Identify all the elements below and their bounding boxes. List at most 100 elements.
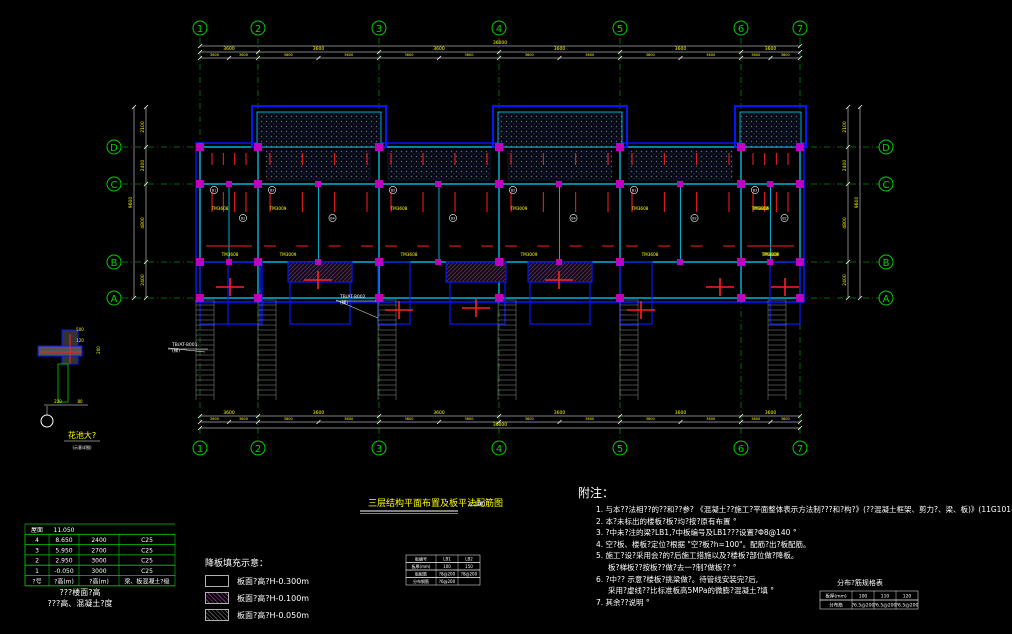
table-rule (819, 599, 919, 610)
dim-tick (845, 181, 851, 187)
axis-label: 4 (496, 24, 502, 35)
slab-tag-label: B4 (571, 217, 575, 221)
dim-label: 3600 (433, 410, 445, 416)
dim-tick (255, 413, 261, 419)
dim-tick (617, 49, 623, 55)
table-cell: C25 (141, 568, 153, 575)
table-cell: 板厚(mm) (825, 593, 847, 600)
axis-label: 2 (255, 24, 261, 35)
note-item: 3. ?中未?注的梁?LB1,?中板编号及LB1???设置?Φ8@140 ° (596, 528, 797, 538)
detail-dim-label: 120 (76, 338, 84, 343)
column (616, 258, 624, 266)
column (677, 181, 683, 187)
dim-tick (845, 295, 851, 301)
column (435, 181, 441, 187)
room-label: TM3608 (631, 206, 649, 211)
dim-label: 36000 (493, 40, 507, 46)
dim-label: 3600 (781, 53, 790, 57)
dim-label: 3600 (525, 53, 534, 57)
table-cell: LB2 (465, 557, 473, 562)
dim-label: 3600 (465, 417, 474, 421)
room-label: TM3009 (752, 206, 770, 211)
table-cell: ?8@200 (439, 572, 456, 577)
dim-tick (797, 413, 803, 419)
axis-bubble (878, 176, 894, 192)
slab-drop-legend: 降板填充示意： 板面?高?H-0.300m 板面?高?H-0.100m 板面?高… (205, 556, 309, 626)
detail-marker (40, 414, 54, 428)
dim-label: 36000 (493, 422, 507, 428)
dim-tick (316, 419, 321, 425)
slab-tag-label: B2 (782, 217, 786, 221)
axis-label: D (110, 143, 118, 154)
dim-tick (376, 49, 382, 55)
dim-tick (557, 419, 562, 425)
column (677, 259, 683, 265)
dim-label: 3600 (210, 417, 219, 421)
legend-item: 板面?高?H-0.100m (205, 592, 309, 604)
dim-tick (845, 144, 851, 150)
dim-tick (197, 43, 203, 49)
table-cell: C25 (141, 537, 153, 544)
dim-tick (197, 413, 203, 419)
slab-tag (268, 186, 276, 194)
column (767, 259, 773, 265)
column (737, 258, 745, 266)
column (616, 180, 624, 188)
dim-tick (496, 419, 502, 425)
axis-bubble (491, 20, 507, 36)
dim-tick (768, 55, 773, 61)
callout-leader (167, 347, 206, 353)
dim-tick (797, 419, 803, 425)
legend-label: 板面?高?H-0.300m (237, 576, 310, 586)
column (495, 294, 503, 302)
axis-label: A (883, 294, 890, 305)
axis-bubble (792, 20, 808, 36)
balcony (619, 261, 653, 325)
dim-tick (496, 49, 502, 55)
table-cell: 4 (35, 537, 39, 544)
dim-tick (255, 55, 261, 61)
axis-bubble (250, 440, 266, 456)
column (767, 181, 773, 187)
axis-label: A (111, 294, 118, 305)
dim-label: 3600 (765, 410, 777, 416)
table-cell: 梁、板混凝土?级 (124, 577, 169, 585)
note-item: 板?梯板??按板??做?去一?制?做板?? ° (608, 562, 737, 572)
table-cell: 分布钢筋 (413, 578, 429, 584)
slab-tag (569, 214, 578, 222)
table-cell: ?8@200 (461, 572, 478, 577)
axis-label: 6 (738, 444, 744, 455)
drawing-title: 三层结构平面布置及板平法配筋图 1:100 (360, 497, 503, 514)
dim-tick (797, 55, 803, 61)
axis-bubble (192, 20, 208, 36)
dim-tick (436, 55, 442, 61)
table-cell: ?6.5@200 (896, 603, 919, 609)
drawing-title-text: 三层结构平面布置及板平法配筋图 (368, 497, 503, 509)
dim-tick (376, 413, 382, 419)
dim-label: 3600 (751, 53, 760, 57)
dim-tick (797, 43, 803, 49)
column (737, 180, 745, 188)
column (796, 180, 804, 188)
dim-label: 3600 (646, 53, 655, 57)
axis-label: B (883, 258, 890, 269)
axis-bubble (106, 139, 122, 155)
dim-label: 2400 (140, 274, 146, 286)
dim-label: 3600 (344, 53, 353, 57)
detail-scale: (示意详图) (72, 444, 92, 450)
slab-tag (449, 214, 457, 222)
axis-bubble (250, 20, 266, 36)
slab-tag-label: B1 (212, 189, 216, 193)
note-item: 6. ?中?? 示意?楼板?挑梁做?。待管线安装完?后, (596, 574, 759, 584)
table-cell: 2700 (91, 547, 106, 554)
hatched-slab (507, 150, 612, 181)
axis-bubble (192, 440, 208, 456)
room-label: TM3608 (211, 206, 229, 211)
axis-label: 2 (255, 444, 261, 455)
drawing-scale: 1:100 (468, 501, 485, 508)
table-cell: 板编号 (415, 556, 427, 562)
dim-tick (557, 55, 562, 61)
legend-label: 板面?高?H-0.100m (237, 593, 310, 603)
dim-label: 3600 (554, 46, 566, 52)
dim-tick (226, 55, 232, 61)
